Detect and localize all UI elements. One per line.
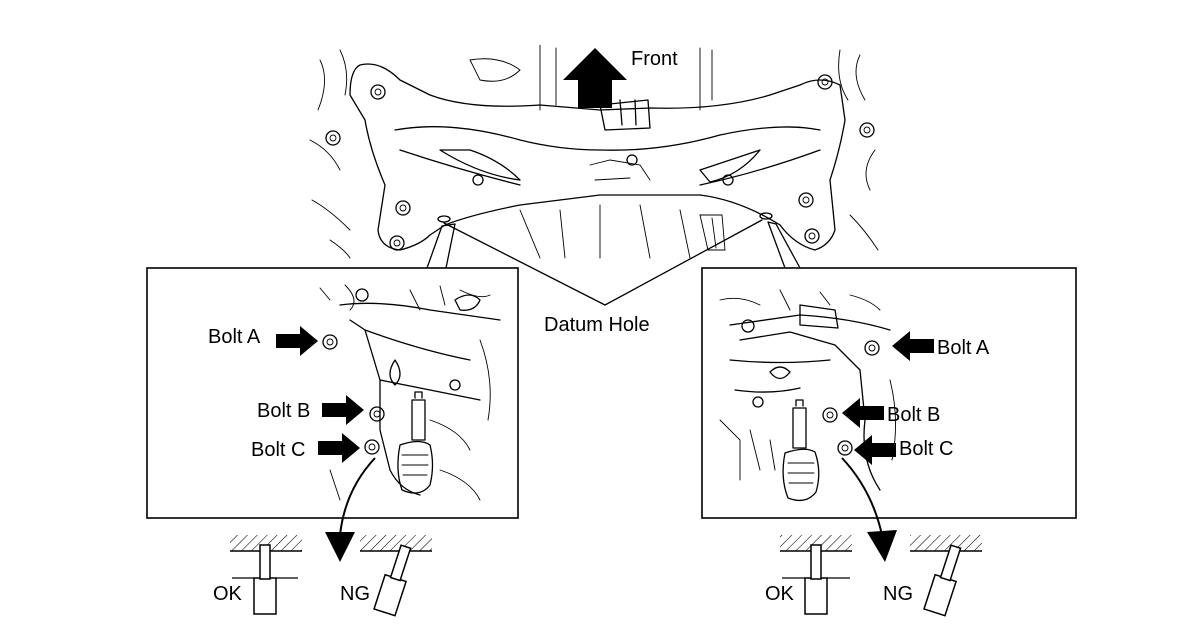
bolt-icon (325, 74, 875, 251)
inset-callout-lines (426, 221, 801, 269)
left-bolt-b-label: Bolt B (257, 400, 311, 422)
right-ng-label: NG (883, 583, 913, 605)
left-ok-label: OK (213, 583, 242, 605)
left-bolt-a-label: Bolt A (208, 326, 261, 348)
left-ng-label: NG (340, 583, 370, 605)
ng-pin-icon (360, 535, 432, 617)
front-arrow-icon (563, 48, 627, 108)
right-bolt-b-label: Bolt B (887, 404, 941, 426)
curved-arrow-icon (325, 457, 376, 562)
bolt-pointer-arrow-icon (276, 326, 364, 463)
bolt-icon (822, 340, 880, 456)
suspension-member-top-view (309, 45, 879, 259)
datum-hole-marks (437, 212, 773, 223)
right-bolt-a-label: Bolt A (937, 337, 990, 359)
ng-pin-icon (910, 535, 982, 617)
datum-hole-label: Datum Hole (544, 314, 650, 336)
hand-icon (397, 391, 434, 494)
left-bolt-c-label: Bolt C (251, 439, 306, 461)
curved-arrow-icon (841, 457, 897, 562)
ok-pin-icon (230, 535, 302, 615)
left-inset-panel (146, 267, 519, 562)
right-bolt-c-label: Bolt C (899, 438, 954, 460)
ok-pin-icon (780, 535, 852, 615)
front-label: Front (628, 48, 681, 70)
right-inset-panel (701, 267, 1077, 562)
bolt-icon (322, 334, 385, 455)
datum-hole-leaders (443, 219, 763, 306)
bolt-pointer-arrow-icon (842, 331, 934, 465)
hand-icon (782, 399, 820, 502)
right-ok-label: OK (765, 583, 794, 605)
